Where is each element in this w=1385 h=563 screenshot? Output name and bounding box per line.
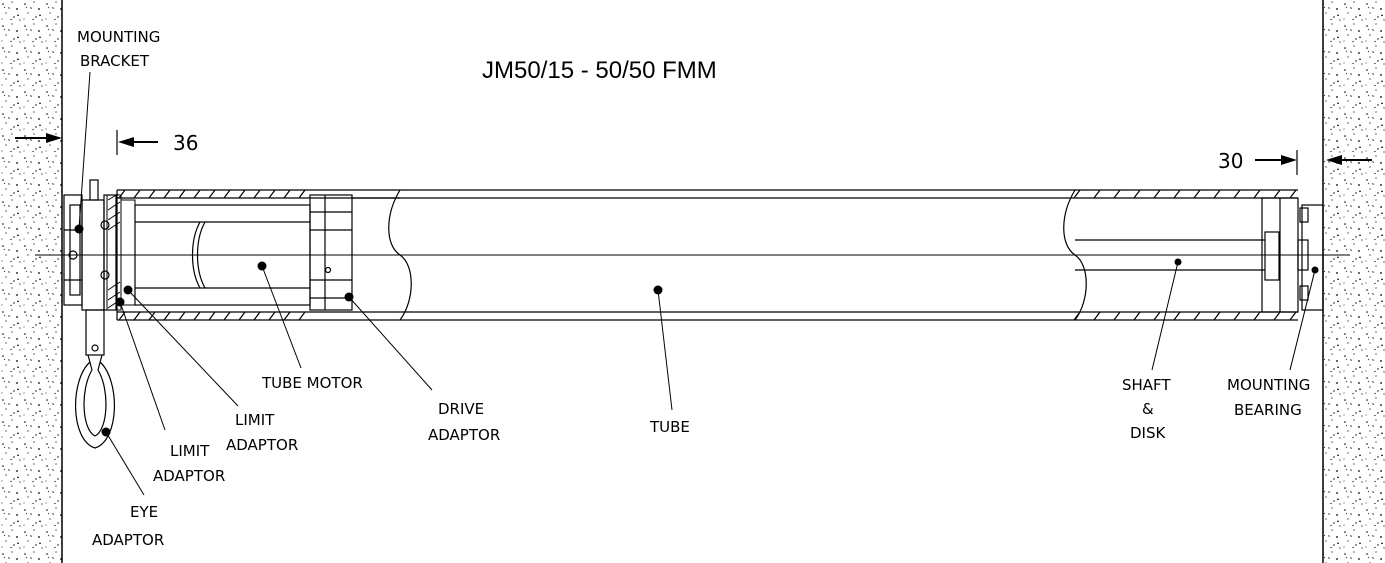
- shaft-and-disk: [1073, 189, 1299, 321]
- label-tube-motor: TUBE MOTOR: [261, 374, 363, 392]
- label-shaft-disk-line2: &: [1142, 400, 1154, 418]
- label-limit-adaptor-upper-line1: LIMIT: [235, 411, 275, 429]
- label-limit-adaptor-upper-line2: ADAPTOR: [226, 436, 298, 454]
- label-shaft-disk-line3: DISK: [1130, 424, 1166, 442]
- label-limit-adaptor-lower-line1: LIMIT: [170, 442, 210, 460]
- label-mounting-bracket-line1: MOUNTING: [77, 28, 160, 46]
- label-drive-adaptor-line2: ADAPTOR: [428, 426, 500, 444]
- label-tube: TUBE: [649, 418, 690, 436]
- eye-adaptor: [74, 309, 116, 449]
- dimension-left-value: 36: [173, 131, 198, 155]
- label-drive-adaptor-line1: DRIVE: [438, 400, 484, 418]
- label-eye-adaptor-line1: EYE: [130, 503, 158, 521]
- tube-housing: [116, 189, 1298, 321]
- label-limit-adaptor-lower-line2: ADAPTOR: [153, 467, 225, 485]
- label-mounting-bracket-line2: BRACKET: [80, 52, 150, 70]
- label-mounting-bracket: MOUNTING BRACKET: [77, 28, 160, 70]
- label-drive-adaptor: DRIVE ADAPTOR: [428, 400, 500, 444]
- left-wall: [0, 0, 63, 563]
- label-eye-adaptor: EYE ADAPTOR: [92, 503, 164, 549]
- drive-adaptor: [309, 194, 353, 311]
- label-eye-adaptor-line2: ADAPTOR: [92, 531, 164, 549]
- label-mounting-bearing-line2: BEARING: [1234, 401, 1302, 419]
- diagram-title: JM50/15 - 50/50 FMM: [482, 57, 717, 84]
- leader-lines: [78, 71, 1316, 496]
- label-shaft-disk: SHAFT & DISK: [1122, 376, 1171, 442]
- tube: [352, 189, 1087, 321]
- label-mounting-bearing-line1: MOUNTING: [1227, 376, 1310, 394]
- dimension-right: 30: [1218, 149, 1372, 175]
- label-mounting-bearing: MOUNTING BEARING: [1227, 376, 1310, 419]
- label-limit-adaptor-upper: LIMIT ADAPTOR: [226, 411, 298, 454]
- dimension-left: 36: [15, 130, 198, 155]
- mounting-bearing: [1297, 204, 1324, 311]
- label-limit-adaptor-lower: LIMIT ADAPTOR: [153, 442, 225, 485]
- right-wall: [1322, 0, 1385, 563]
- dimension-right-value: 30: [1218, 149, 1243, 173]
- label-shaft-disk-line1: SHAFT: [1122, 376, 1171, 394]
